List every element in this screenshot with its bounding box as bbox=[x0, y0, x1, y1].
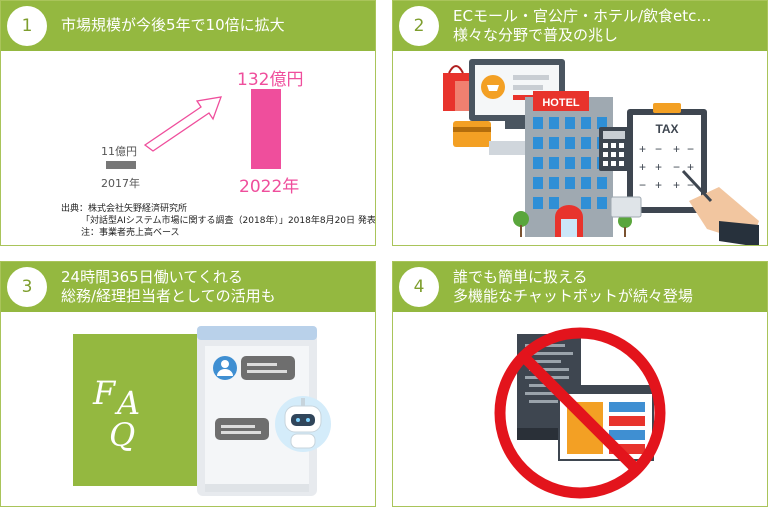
svg-text:−: − bbox=[639, 178, 646, 192]
card-header: 1 市場規模が今後5年で10倍に拡大 bbox=[1, 1, 375, 51]
card-title-line2: 総務/経理担当者としての活用も bbox=[61, 287, 276, 305]
chat-bubble bbox=[215, 418, 269, 440]
card-number: 1 bbox=[7, 6, 47, 46]
chart-bar bbox=[106, 161, 136, 169]
svg-text:+: + bbox=[655, 160, 662, 174]
card-body bbox=[393, 312, 767, 506]
chart-category-label: 2022年 bbox=[239, 177, 300, 197]
svg-text:+: + bbox=[639, 160, 646, 174]
svg-text:+: + bbox=[687, 160, 694, 174]
svg-text:−: − bbox=[655, 142, 662, 156]
chat-phone-illustration bbox=[197, 326, 331, 496]
chart-bar bbox=[251, 89, 281, 169]
card-title: 24時間365日働いてくれる 総務/経理担当者としての活用も bbox=[61, 268, 367, 306]
chart-data-label: 11億円 bbox=[101, 145, 137, 158]
svg-text:−: − bbox=[673, 160, 680, 174]
card-title: ECモール・官公庁・ホテル/飲食etc… 様々な分野で普及の兆し bbox=[453, 7, 759, 45]
chat-bubble bbox=[241, 356, 295, 380]
card-number: 3 bbox=[7, 267, 47, 307]
credit-card-icon bbox=[453, 121, 491, 147]
user-avatar-icon bbox=[213, 356, 237, 380]
svg-text:+: + bbox=[639, 142, 646, 156]
card-title-line2: 様々な分野で普及の兆し bbox=[453, 26, 619, 44]
card-easy-chatbots: 4 誰でも簡単に扱える 多機能なチャットボットが続々登場 bbox=[392, 261, 768, 507]
svg-text:+: + bbox=[655, 178, 662, 192]
card-title-line1: ECモール・官公庁・ホテル/飲食etc… bbox=[453, 7, 712, 25]
source-note: 出典：株式会社矢野経済研究所 「対話型AIシステム市場に関する調査（2018年）… bbox=[61, 203, 376, 239]
card-title-line1: 市場規模が今後5年で10倍に拡大 bbox=[61, 16, 285, 34]
svg-text:−: − bbox=[687, 142, 694, 156]
keyboard-icon bbox=[489, 141, 529, 155]
card-number: 2 bbox=[399, 6, 439, 46]
card-body: F A Q bbox=[1, 312, 375, 506]
source-line: 「対話型AIシステム市場に関する調査（2018年）」2018年8月20日 発表 bbox=[81, 216, 376, 226]
id-card-icon bbox=[610, 196, 642, 218]
hotel-building-icon: HOTEL bbox=[525, 91, 613, 237]
ec-hotel-tax-illustration: HOTEL bbox=[443, 59, 759, 245]
card-body: HOTEL bbox=[393, 51, 767, 245]
card-title: 市場規模が今後5年で10倍に拡大 bbox=[61, 16, 367, 35]
faq-letter-q: Q bbox=[109, 416, 136, 454]
card-body: 11億円 2017年 132億円 2022年 出典：株式会社矢野経済研究所 「対話型A… bbox=[1, 51, 375, 245]
card-title: 誰でも簡単に扱える 多機能なチャットボットが続々登場 bbox=[453, 268, 759, 306]
svg-text:−: − bbox=[687, 178, 694, 192]
web-page-icon bbox=[558, 385, 654, 461]
card-header: 2 ECモール・官公庁・ホテル/飲食etc… 様々な分野で普及の兆し bbox=[393, 1, 767, 51]
card-header: 3 24時間365日働いてくれる 総務/経理担当者としての活用も bbox=[1, 262, 375, 312]
chart-category-label: 2017年 bbox=[101, 177, 140, 190]
card-number: 4 bbox=[399, 267, 439, 307]
card-fields: 2 ECモール・官公庁・ホテル/飲食etc… 様々な分野で普及の兆し bbox=[392, 0, 768, 246]
svg-text:+: + bbox=[673, 142, 680, 156]
tax-label: TAX bbox=[655, 122, 678, 136]
source-line: 出典：株式会社矢野経済研究所 bbox=[61, 204, 188, 214]
card-title-line2: 多機能なチャットボットが続々登場 bbox=[453, 287, 693, 305]
source-line: 注：事業者売上高ベース bbox=[81, 228, 180, 238]
faq-letter-a: A bbox=[117, 384, 141, 422]
calculator-icon bbox=[599, 127, 629, 171]
robot-icon bbox=[275, 396, 331, 452]
faq-letter-f: F bbox=[93, 374, 116, 412]
card-title-line1: 誰でも簡単に扱える bbox=[453, 268, 588, 286]
card-market-size: 1 市場規模が今後5年で10倍に拡大 11億円 2017年 132億円 2022年 出… bbox=[0, 0, 376, 246]
chart-data-label: 132億円 bbox=[237, 70, 304, 90]
card-header: 4 誰でも簡単に扱える 多機能なチャットボットが続々登場 bbox=[393, 262, 767, 312]
no-coding-prohibit-illustration bbox=[494, 327, 666, 499]
hotel-sign: HOTEL bbox=[542, 97, 580, 109]
card-title-line1: 24時間365日働いてくれる bbox=[61, 268, 243, 286]
svg-text:+: + bbox=[673, 178, 680, 192]
prohibited-icon bbox=[494, 327, 666, 499]
tax-clipboard-icon: TAX +−+− ++−+ −++− bbox=[627, 103, 707, 213]
growth-arrow-icon bbox=[143, 96, 222, 152]
card-24-365: 3 24時間365日働いてくれる 総務/経理担当者としての活用も F A Q bbox=[0, 261, 376, 507]
pen-hand-icon bbox=[681, 169, 759, 245]
